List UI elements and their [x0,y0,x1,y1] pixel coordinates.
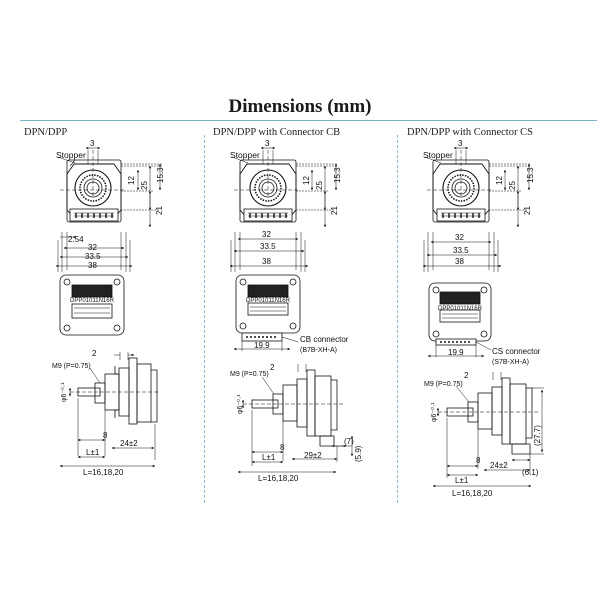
dim-7: (7) [344,437,354,446]
column-heading-standard: DPN/DPP [24,127,68,138]
dim-25: 25 [315,181,324,190]
dim-8: 8 [476,456,481,465]
column-heading-cs: DPN/DPP with Connector CS [407,127,533,138]
dim-shaft-dia: φ6⁻⁰·¹ [430,402,438,422]
drawing-standard: Stopper 3 12 15.3 25 21 2.54 32 33.5 38 … [52,139,165,477]
dim-38: 38 [262,257,271,266]
part-number: DPP01011N16R [438,306,483,312]
top-view-dimensions [229,146,338,272]
stopper-label: Stopper [230,150,260,160]
dim-29: 29±2 [304,451,322,460]
dim-19-9: 19.9 [254,341,270,350]
rear-view [428,282,492,346]
dim-2: 2 [270,363,275,372]
connector-label: CB connector [300,335,349,344]
dim-3: 3 [458,139,463,148]
dim-33-5: 33.5 [85,252,101,261]
dim-12: 12 [302,176,311,185]
side-view [70,357,160,425]
rear-view-dimensions [427,341,492,358]
dim-6-1: (6.1) [522,468,539,477]
dim-12: 12 [127,176,136,185]
dim-12: 12 [495,176,504,185]
rear-view-dimensions [233,336,299,351]
dim-m9: M9 (P=0.75) [230,371,269,378]
dim-3: 3 [265,139,270,148]
top-view-dimensions [55,146,163,272]
dim-19-9: 19.9 [448,348,464,357]
top-view [427,150,493,223]
dim-L-tol: L±1 [86,448,100,457]
connector-type: (B7B-XH-A) [300,347,337,354]
part-number: DPP01011N16R [70,298,115,304]
side-view-dimensions [59,352,156,468]
drawing-cb: Stopper 3 12 15.3 25 21 32 33.5 38 DPP01… [229,139,363,483]
dim-33-5: 33.5 [453,246,469,255]
dim-m9: M9 (P=0.75) [52,363,91,370]
dim-L-values: L=16,18,20 [83,468,124,477]
dim-8: 8 [103,431,108,440]
dim-2: 2 [92,349,97,358]
column-separator-1 [204,135,205,503]
top-view [234,150,300,223]
connector-label: CS connector [492,347,541,356]
dim-L-tol: L±1 [455,476,469,485]
dim-L-tol: L±1 [262,453,276,462]
dim-15-3: 15.3 [156,167,165,183]
dim-21: 21 [523,206,532,215]
dim-32: 32 [262,230,271,239]
dim-3: 3 [90,139,95,148]
side-view-dimensions [237,364,354,474]
dim-shaft-dia: φ6⁻⁰·¹ [236,394,244,414]
top-view-dimensions [422,146,531,272]
dim-32: 32 [88,243,97,252]
dim-L-values: L=16,18,20 [452,489,493,498]
dim-38: 38 [455,257,464,266]
dim-m9: M9 (P=0.75) [424,381,463,388]
part-number: DPP01011N16R [246,298,291,304]
dim-8: 8 [280,443,285,452]
side-view-dimensions [432,372,544,488]
rear-view [59,274,125,336]
dim-15-3: 15.3 [526,167,535,183]
dim-38: 38 [88,261,97,270]
dim-2: 2 [464,371,469,380]
drawing-cs: Stopper 3 12 15.3 25 21 32 33.5 38 DPP01… [422,139,544,498]
dim-24: 24±2 [120,439,138,448]
dim-25: 25 [140,181,149,190]
connector-type: (S7B-XH-A) [492,359,529,366]
dim-27-7: (27.7) [533,425,542,446]
side-view [438,377,538,455]
dim-shaft-dia: φ6⁻⁰·¹ [60,382,68,402]
dim-21: 21 [330,206,339,215]
side-view [243,369,343,447]
dim-33-5: 33.5 [260,242,276,251]
stopper-label: Stopper [56,150,86,160]
dim-5-9: (5.9) [354,445,363,462]
rear-view [235,274,301,342]
column-separator-2 [397,135,398,503]
title-rule [20,120,597,121]
dim-L-values: L=16,18,20 [258,474,299,483]
dim-24: 24±2 [490,461,508,470]
dim-32: 32 [455,233,464,242]
dim-2-54: 2.54 [68,235,84,244]
dim-21: 21 [155,206,164,215]
dim-25: 25 [508,181,517,190]
stopper-label: Stopper [423,150,453,160]
column-heading-cb: DPN/DPP with Connector CB [213,127,341,138]
dim-15-3: 15.3 [333,167,342,183]
page-title: Dimensions (mm) [228,96,372,117]
top-view [60,150,126,223]
